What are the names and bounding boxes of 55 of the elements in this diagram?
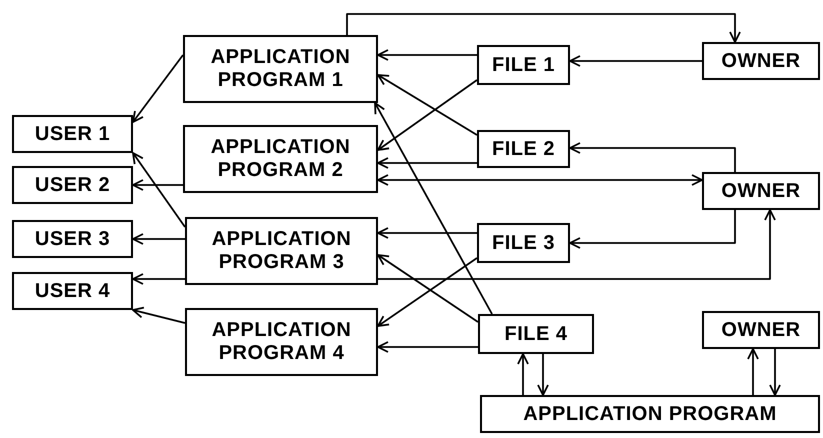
box-label: USER 4 xyxy=(34,280,110,302)
box-label: OWNER xyxy=(721,180,801,202)
box-label: OWNER xyxy=(721,318,801,342)
process-box xyxy=(183,35,378,103)
arrow xyxy=(569,142,736,172)
process-box xyxy=(702,172,820,210)
box-label: FILE 2 xyxy=(492,138,555,160)
process-box xyxy=(702,311,820,349)
arrow xyxy=(132,306,186,324)
arrow xyxy=(377,79,478,151)
box-label: APPLICATION PROGRAM xyxy=(523,402,777,426)
arrow xyxy=(377,157,477,169)
process-box xyxy=(185,217,378,285)
box-label: OWNER xyxy=(721,50,801,72)
box-label: FILE 3 xyxy=(492,232,555,254)
process-box xyxy=(477,45,570,85)
process-box xyxy=(12,272,133,310)
arrow xyxy=(374,102,493,314)
box-label: APPLICATION PROGRAM 1 xyxy=(210,46,352,92)
process-box xyxy=(480,395,820,433)
box-label: APPLICATION PROGRAM 4 xyxy=(210,319,352,365)
process-box xyxy=(478,314,594,354)
arrow xyxy=(132,152,186,228)
arrow xyxy=(569,210,736,249)
arrow xyxy=(377,341,478,353)
box-label: APPLICATION PROGRAM 2 xyxy=(210,136,352,182)
arrow xyxy=(346,13,741,43)
arrow xyxy=(747,348,759,395)
arrow xyxy=(517,353,529,395)
box-label: APPLICATION PROGRAM 3 xyxy=(210,228,352,274)
arrow xyxy=(378,209,776,280)
box-label: FILE 1 xyxy=(492,54,555,76)
process-box xyxy=(12,220,133,258)
arrow xyxy=(132,233,185,245)
process-box xyxy=(183,125,378,193)
box-label: FILE 4 xyxy=(504,322,568,346)
arrow xyxy=(132,273,185,285)
process-box xyxy=(185,308,378,376)
process-box xyxy=(477,130,570,168)
arrow xyxy=(769,349,781,396)
process-box xyxy=(12,115,133,153)
arrow xyxy=(377,174,703,186)
arrow xyxy=(537,354,549,396)
arrow xyxy=(377,74,478,136)
arrow xyxy=(377,49,477,61)
arrow xyxy=(132,179,183,191)
process-box xyxy=(12,166,133,204)
process-box xyxy=(477,223,570,263)
arrow xyxy=(569,55,702,67)
box-label: USER 2 xyxy=(34,174,110,196)
arrow xyxy=(377,227,477,239)
box-label: USER 3 xyxy=(34,228,110,250)
process-box xyxy=(702,42,820,80)
arrow xyxy=(132,54,184,123)
box-label: USER 1 xyxy=(34,122,110,146)
